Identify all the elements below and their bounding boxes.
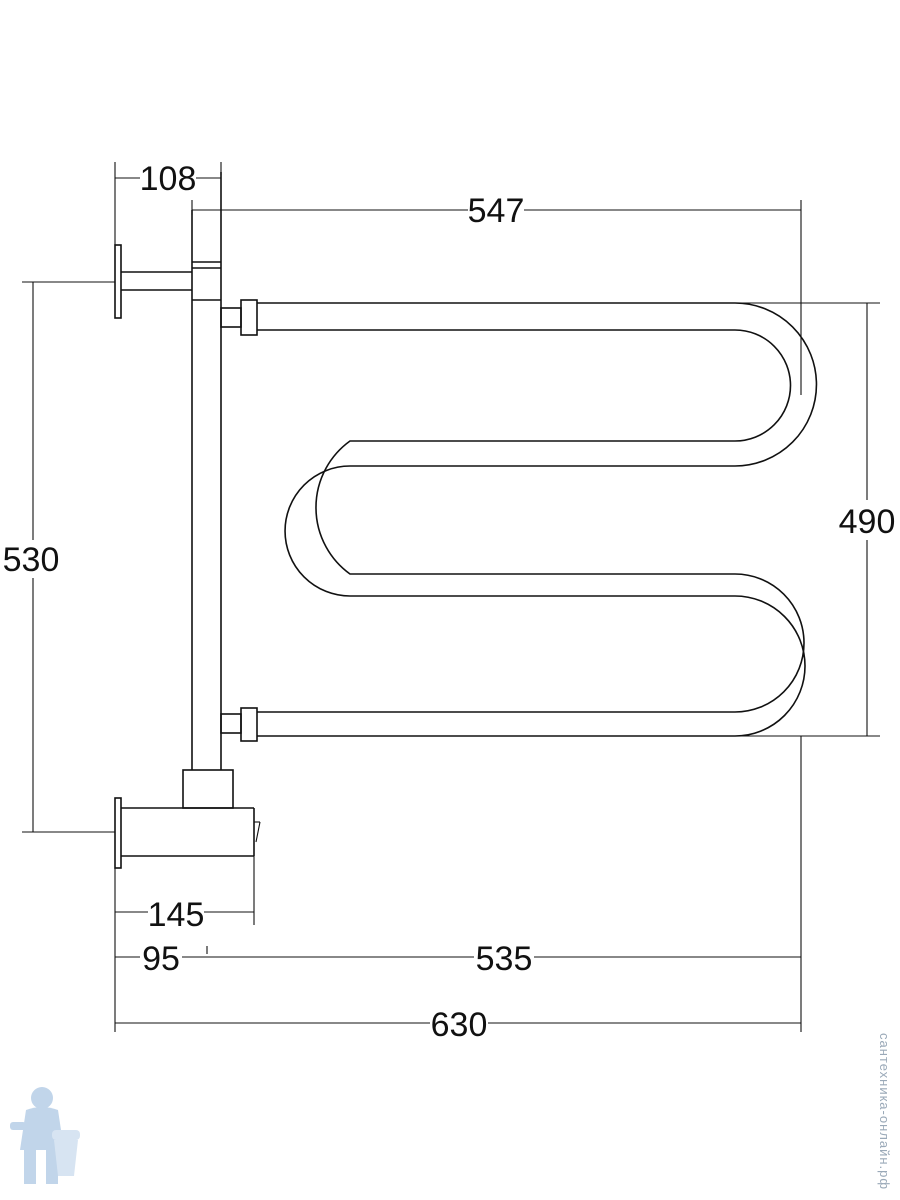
- dimension-490: 490: [738, 302, 896, 737]
- bottom-coupling: [220, 707, 258, 742]
- dimension-530: 530: [3, 281, 115, 833]
- serpentine-pipe: [257, 302, 818, 737]
- dimension-label-630: 630: [431, 1006, 488, 1044]
- plumber-mascot-logo: [10, 1087, 80, 1184]
- dimension-108: 108: [114, 160, 222, 245]
- top-coupling: [220, 299, 258, 336]
- dimension-547: 547: [191, 192, 802, 395]
- top-wall-bracket: [114, 244, 192, 319]
- dimension-145: 145: [114, 856, 255, 934]
- dimension-95-535: 95 535: [114, 736, 802, 1032]
- dimension-630: 630: [115, 1006, 801, 1044]
- bottom-fitting: [114, 769, 261, 869]
- dimension-label-108: 108: [140, 160, 197, 198]
- vertical-riser-pipe: [191, 172, 222, 770]
- dimension-label-530: 530: [3, 541, 60, 579]
- dimension-label-547: 547: [468, 192, 525, 230]
- dimension-label-145: 145: [148, 896, 205, 934]
- watermark-site-text: сантехникa-онлайн.рф: [877, 1032, 892, 1190]
- dimension-label-535: 535: [476, 940, 533, 978]
- dimension-label-95: 95: [142, 940, 180, 978]
- dimension-label-490: 490: [839, 503, 896, 541]
